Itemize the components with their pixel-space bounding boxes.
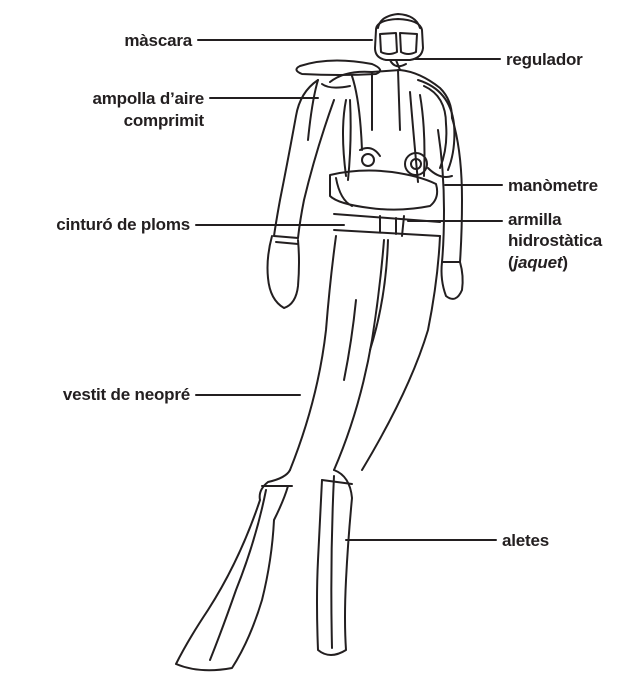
label-weight-belt: cinturó de ploms: [10, 214, 190, 235]
label-fins: aletes: [502, 530, 549, 551]
label-wetsuit: vestit de neopré: [10, 384, 190, 405]
label-tank-line1: ampolla d’aire: [20, 88, 204, 109]
label-bcd-jaquet: jaquet: [513, 253, 562, 272]
mask-icon: [375, 14, 423, 70]
label-regulator: regulador: [506, 49, 583, 70]
label-bcd-paren-close: ): [562, 253, 567, 272]
label-mask: màscara: [40, 30, 192, 51]
fins-icon: [176, 470, 352, 670]
label-tank-line2: comprimit: [20, 110, 204, 131]
leader-lines: [196, 40, 502, 540]
label-bcd-line1: armilla: [508, 209, 561, 230]
label-bcd-line3: (jaquet): [508, 252, 568, 273]
label-gauge: manòmetre: [508, 175, 598, 196]
label-bcd-line2: hidrostàtica: [508, 230, 602, 251]
tank-icon: [296, 60, 380, 150]
body-outline: [268, 70, 463, 470]
